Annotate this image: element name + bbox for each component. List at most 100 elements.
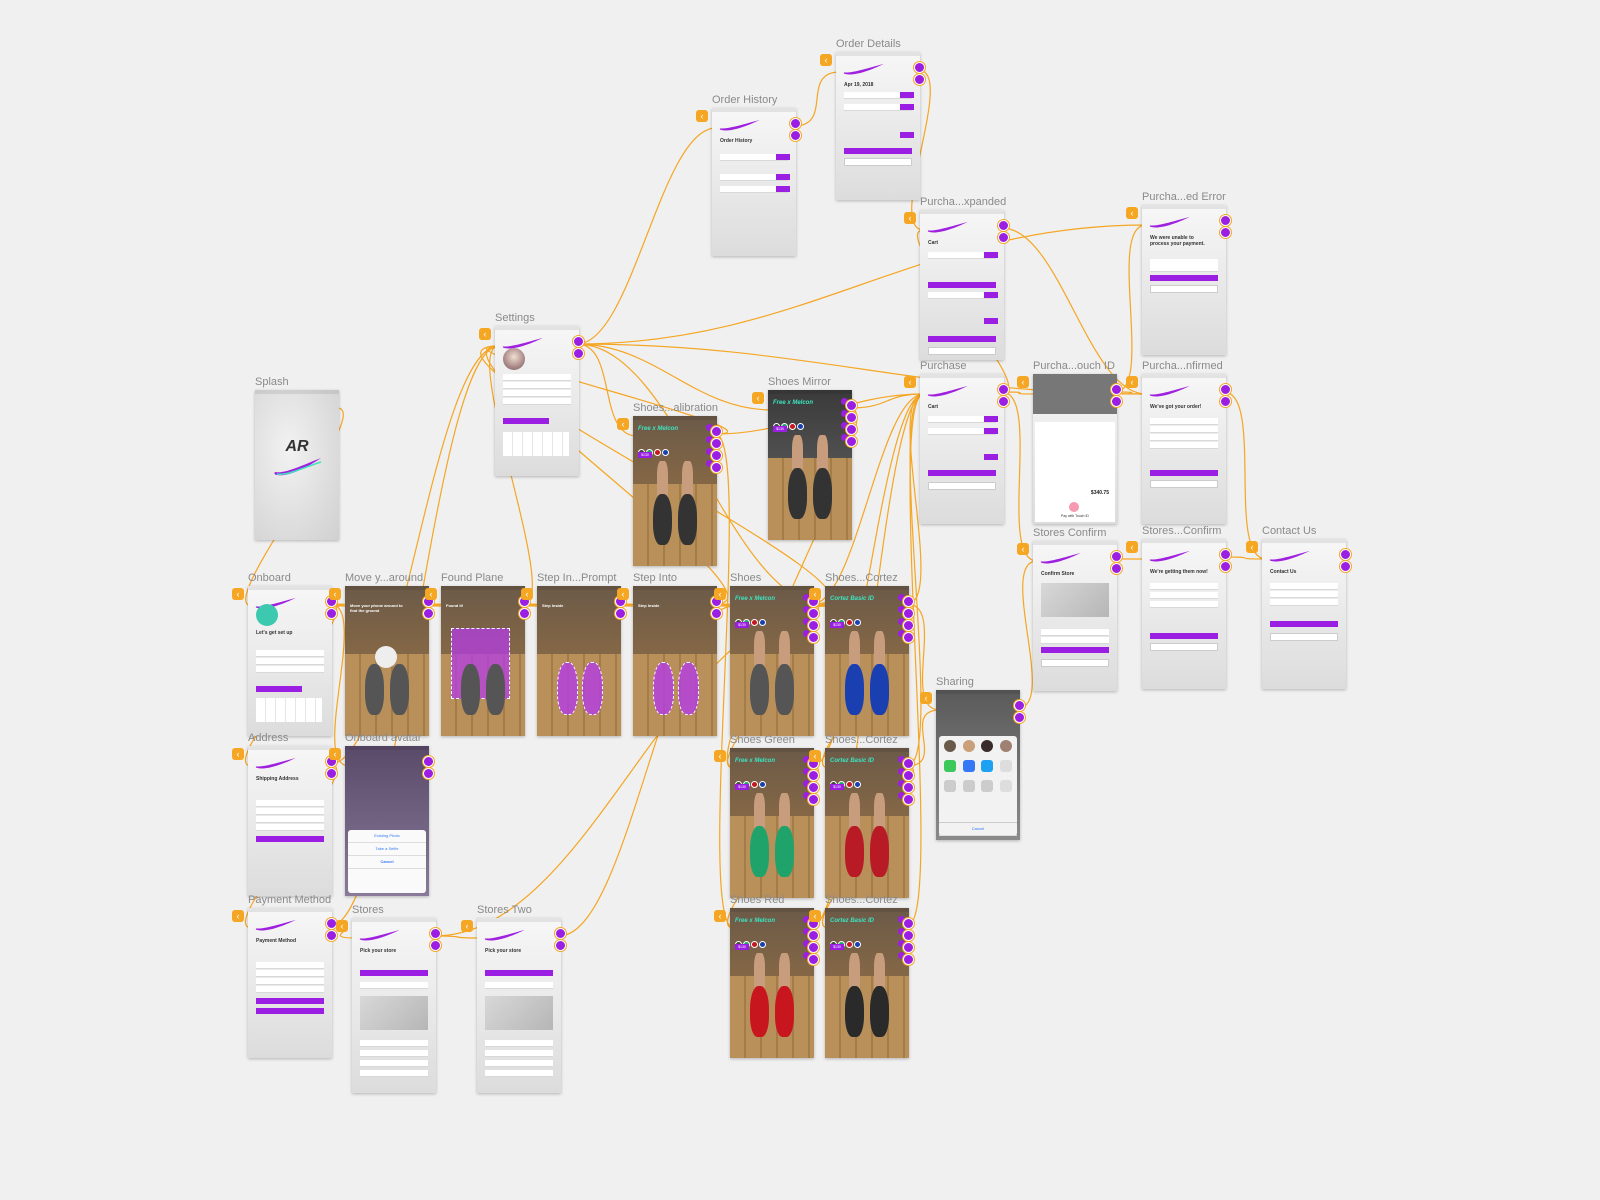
contact-avatar[interactable]: [999, 740, 1012, 752]
back-link-icon[interactable]: ‹: [617, 418, 629, 430]
link-hotspot[interactable]: [808, 942, 819, 953]
secondary-button[interactable]: [928, 482, 996, 490]
side-toolbar[interactable]: [803, 594, 811, 642]
link-hotspot[interactable]: [1220, 215, 1231, 226]
secondary-button[interactable]: [1270, 633, 1338, 641]
toolbar-icon[interactable]: [803, 940, 810, 947]
toolbar-icon[interactable]: [706, 424, 713, 431]
take-selfie-option[interactable]: Take a Selfie: [348, 843, 426, 856]
toolbar-icon[interactable]: [898, 940, 905, 947]
back-link-icon[interactable]: ‹: [329, 748, 341, 760]
toolbar-icon[interactable]: [706, 460, 713, 467]
artboard-settings[interactable]: Settings‹: [479, 312, 584, 476]
back-link-icon[interactable]: ‹: [920, 692, 932, 704]
side-toolbar[interactable]: [841, 398, 849, 446]
toolbar-icon[interactable]: [898, 768, 905, 775]
link-hotspot[interactable]: [711, 608, 722, 619]
secondary-button[interactable]: [1041, 659, 1109, 667]
back-link-icon[interactable]: ‹: [1017, 376, 1029, 388]
cancel-button[interactable]: Cancel: [939, 822, 1017, 836]
toolbar-icon[interactable]: [841, 410, 848, 417]
link-hotspot[interactable]: [846, 436, 857, 447]
link-hotspot[interactable]: [808, 632, 819, 643]
side-toolbar[interactable]: [898, 594, 906, 642]
toolbar-icon[interactable]: [803, 916, 810, 923]
link-hotspot[interactable]: [808, 770, 819, 781]
toolbar-icon[interactable]: [706, 436, 713, 443]
toolbar-icon[interactable]: [803, 792, 810, 799]
back-link-icon[interactable]: ‹: [809, 750, 821, 762]
back-link-icon[interactable]: ‹: [1017, 543, 1029, 555]
link-hotspot[interactable]: [998, 220, 1009, 231]
contact-avatar[interactable]: [962, 740, 975, 752]
color-swatch[interactable]: [662, 449, 669, 456]
link-hotspot[interactable]: [326, 768, 337, 779]
link-hotspot[interactable]: [808, 954, 819, 965]
share-action-icon[interactable]: [999, 780, 1012, 792]
side-toolbar[interactable]: [898, 916, 906, 964]
back-link-icon[interactable]: ‹: [336, 920, 348, 932]
color-swatch[interactable]: [751, 941, 758, 948]
link-hotspot[interactable]: [903, 758, 914, 769]
link-hotspot[interactable]: [1014, 712, 1025, 723]
toolbar-icon[interactable]: [898, 630, 905, 637]
contact-avatar[interactable]: [944, 740, 957, 752]
link-hotspot[interactable]: [846, 400, 857, 411]
cancel-option[interactable]: Cancel: [348, 856, 426, 869]
color-swatch[interactable]: [854, 941, 861, 948]
shoe-left[interactable]: [750, 664, 769, 715]
link-hotspot[interactable]: [998, 396, 1009, 407]
link-hotspot[interactable]: [903, 918, 914, 929]
back-link-icon[interactable]: ‹: [1126, 541, 1138, 553]
toolbar-icon[interactable]: [898, 952, 905, 959]
link-hotspot[interactable]: [903, 954, 914, 965]
link-hotspot[interactable]: [555, 940, 566, 951]
link-hotspot[interactable]: [1111, 384, 1122, 395]
primary-button[interactable]: [256, 1008, 324, 1014]
color-swatch[interactable]: [846, 619, 853, 626]
shoe-right[interactable]: [678, 494, 697, 545]
link-hotspot[interactable]: [808, 620, 819, 631]
back-link-icon[interactable]: ‹: [617, 588, 629, 600]
link-hotspot[interactable]: [430, 928, 441, 939]
back-link-icon[interactable]: ‹: [232, 910, 244, 922]
toolbar-icon[interactable]: [803, 768, 810, 775]
toolbar-icon[interactable]: [898, 618, 905, 625]
shoe-right[interactable]: [775, 664, 794, 715]
link-hotspot[interactable]: [903, 596, 914, 607]
secondary-button[interactable]: [1150, 480, 1218, 488]
link-hotspot[interactable]: [711, 438, 722, 449]
link-hotspot[interactable]: [790, 118, 801, 129]
link-hotspot[interactable]: [423, 756, 434, 767]
primary-button[interactable]: [1150, 275, 1218, 281]
gender-tabs[interactable]: [256, 686, 302, 692]
toolbar-icon[interactable]: [841, 434, 848, 441]
primary-button[interactable]: [256, 998, 324, 1004]
toolbar-icon[interactable]: [803, 952, 810, 959]
back-link-icon[interactable]: ‹: [809, 588, 821, 600]
link-hotspot[interactable]: [430, 940, 441, 951]
link-hotspot[interactable]: [903, 620, 914, 631]
link-hotspot[interactable]: [998, 384, 1009, 395]
toolbar-icon[interactable]: [803, 618, 810, 625]
link-hotspot[interactable]: [1111, 551, 1122, 562]
shoe-left[interactable]: [788, 468, 807, 519]
primary-button[interactable]: [928, 336, 996, 342]
link-hotspot[interactable]: [711, 462, 722, 473]
shoe-left[interactable]: [750, 986, 769, 1037]
store-map[interactable]: [485, 996, 553, 1030]
link-hotspot[interactable]: [573, 336, 584, 347]
link-hotspot[interactable]: [790, 130, 801, 141]
back-link-icon[interactable]: ‹: [461, 920, 473, 932]
